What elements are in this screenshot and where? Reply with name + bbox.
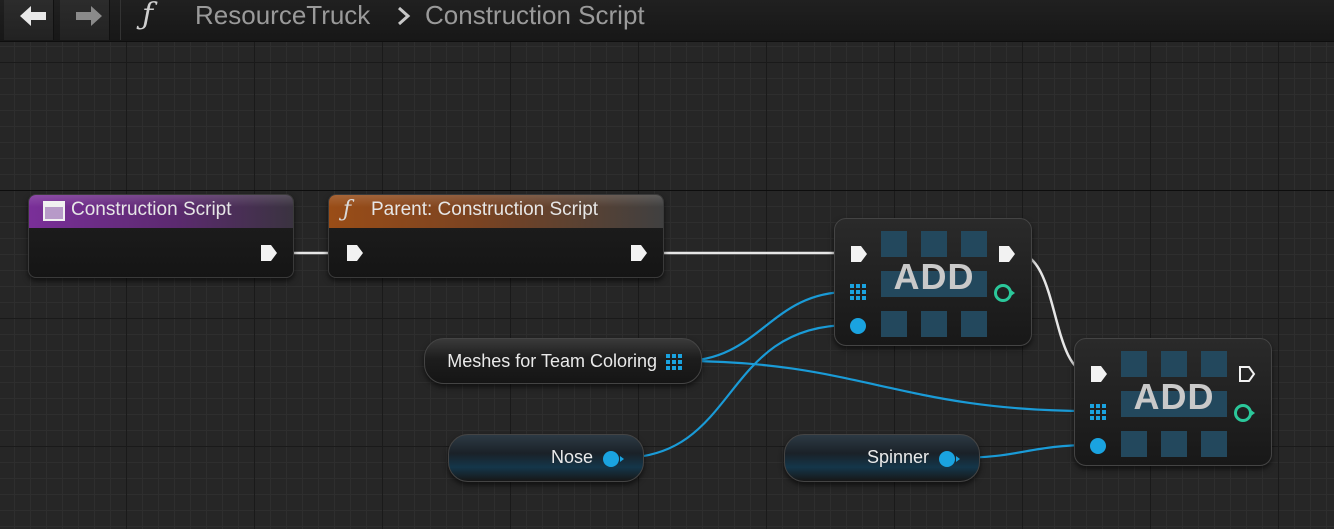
node-title: ADD [893, 256, 975, 297]
variable-label: Meshes for Team Coloring [447, 351, 657, 371]
exec-in-pin[interactable] [345, 243, 365, 263]
array-add-node[interactable]: ADD [834, 218, 1032, 346]
exec-out-pin[interactable] [1237, 364, 1257, 384]
macro-background [1121, 351, 1227, 459]
breadcrumb-graph[interactable]: Construction Script [425, 0, 645, 30]
node-title: ADD [1133, 376, 1215, 417]
forward-button[interactable] [60, 0, 110, 40]
int-out-pin[interactable] [993, 283, 1017, 303]
exec-out-pin[interactable] [629, 243, 649, 263]
toolbar-divider [120, 0, 121, 40]
exec-in-pin[interactable] [1089, 364, 1109, 384]
exec-out-pin[interactable] [259, 243, 279, 263]
function-icon: ƒ [343, 197, 352, 222]
int-out-pin[interactable] [1233, 403, 1257, 423]
spinner-variable-node[interactable]: Spinner [784, 434, 980, 482]
array-pin[interactable] [849, 283, 867, 301]
array-pin[interactable] [1089, 403, 1107, 421]
macro-background [881, 231, 987, 339]
back-button[interactable] [4, 0, 54, 40]
array-pin[interactable] [665, 353, 683, 371]
chevron-right-icon [398, 6, 411, 26]
graph-origin-line [0, 190, 1334, 191]
object-out-pin[interactable] [937, 449, 963, 469]
object-in-pin[interactable] [1089, 437, 1111, 455]
node-title: Construction Script [71, 199, 232, 220]
breadcrumb-bar: ƒ ResourceTruck Construction Script [0, 0, 1334, 42]
node-header: ƒ Parent: Construction Script [329, 195, 663, 228]
parent-construction-script-node[interactable]: ƒ Parent: Construction Script [328, 194, 664, 278]
variable-label: Spinner [866, 447, 929, 467]
object-in-pin[interactable] [849, 317, 871, 335]
meshes-variable-node[interactable]: Meshes for Team Coloring [424, 338, 702, 384]
breadcrumb-blueprint[interactable]: ResourceTruck [195, 0, 371, 30]
variable-label: Nose [550, 447, 593, 467]
graph-canvas[interactable] [0, 42, 1334, 529]
object-array-wire [681, 359, 1091, 413]
event-icon [43, 201, 65, 221]
arrow-left-icon [20, 6, 46, 26]
node-title: Parent: Construction Script [371, 199, 599, 220]
arrow-right-icon [76, 6, 102, 26]
nose-variable-node[interactable]: Nose [448, 434, 644, 482]
object-out-pin[interactable] [601, 449, 627, 469]
object-array-wire [681, 290, 849, 363]
array-add-node[interactable]: ADD [1074, 338, 1272, 466]
construction-script-node[interactable]: Construction Script [28, 194, 294, 278]
object-wire [619, 323, 851, 460]
function-icon: ƒ [142, 0, 154, 32]
exec-out-pin[interactable] [997, 244, 1017, 264]
node-header: Construction Script [29, 195, 293, 228]
exec-in-pin[interactable] [849, 244, 869, 264]
